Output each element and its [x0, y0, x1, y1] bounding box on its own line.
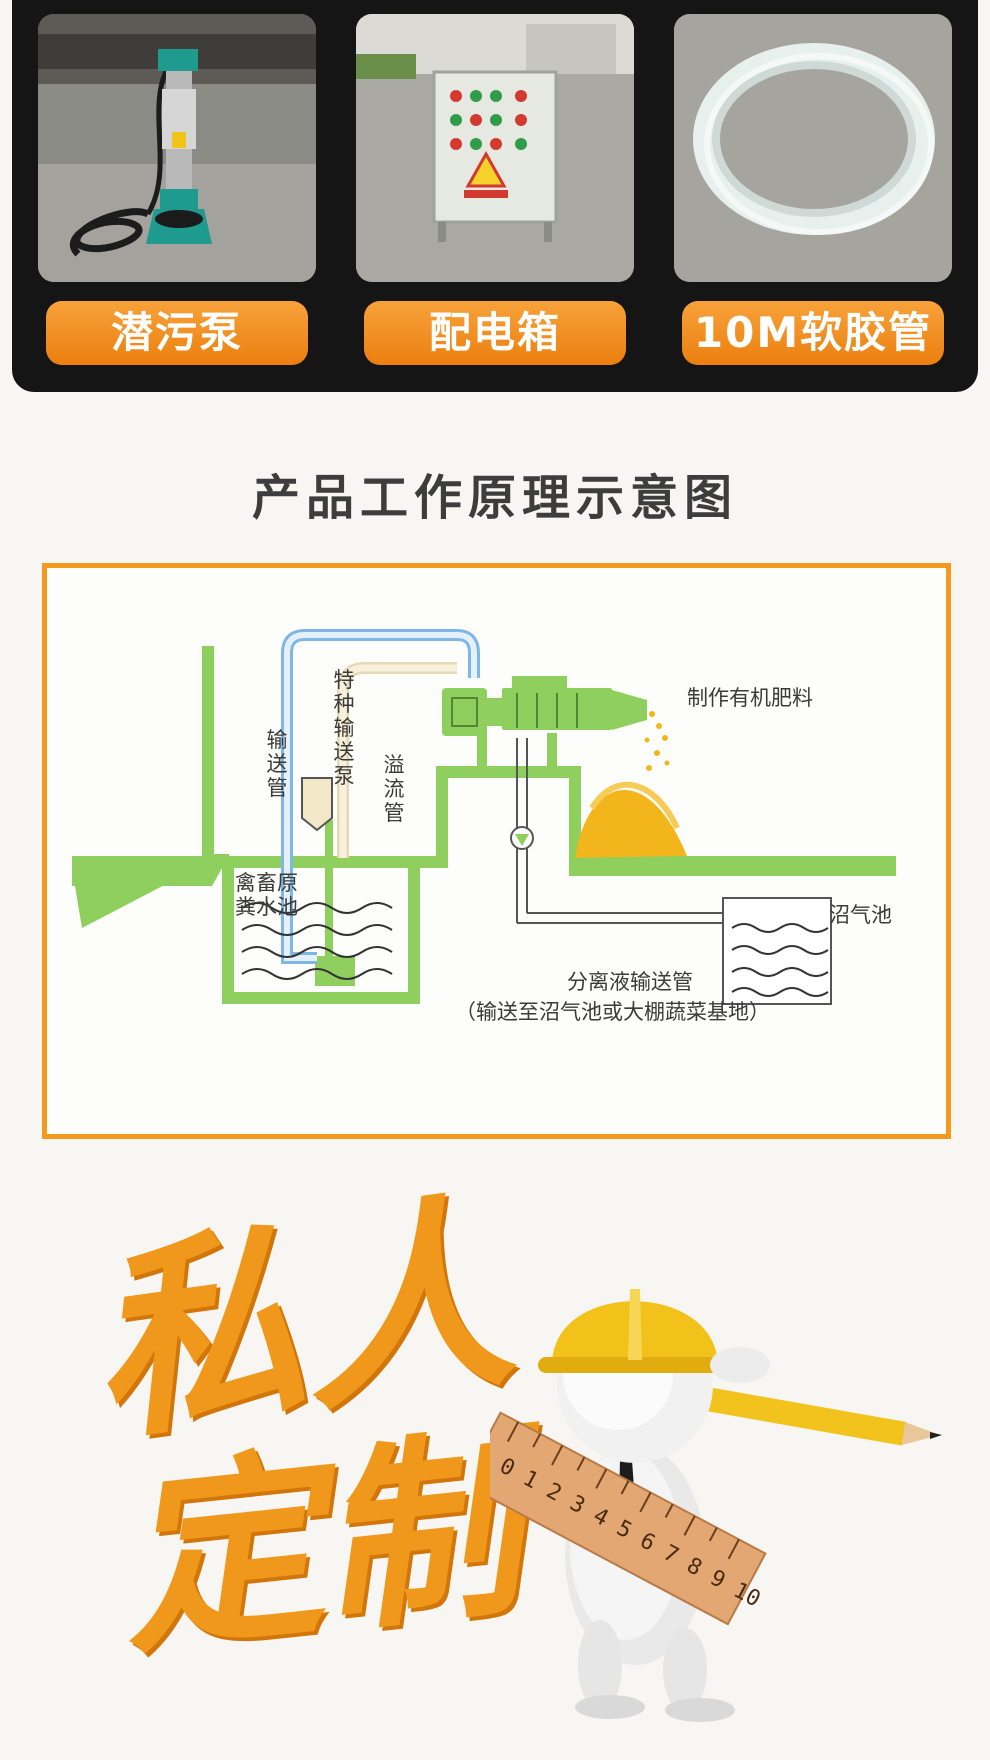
label-separation-note: （输送至沼气池或大棚蔬菜基地）: [455, 1000, 770, 1024]
product-card-distribution-box[interactable]: 配电箱: [356, 14, 634, 365]
worker-with-ruler-illustration: 0 1 2 3 4 5 6 7 8 9 10: [461, 1225, 980, 1729]
product-card-pump[interactable]: 潜污泵: [38, 14, 316, 365]
distribution-box-photo: [356, 14, 634, 282]
diagram-drawing: [72, 629, 896, 1005]
product-panel: 潜污泵 配电箱: [12, 0, 978, 392]
product-label-distribution-box: 配电箱: [364, 301, 626, 365]
promo-title-custom: 私人 定制: [75, 1168, 531, 1695]
label-fertilizer: 制作有机肥料: [687, 686, 813, 710]
submersible-pump-photo: [38, 14, 316, 282]
label-biogas-pool: 沼气池: [829, 903, 892, 927]
product-label-hose: 10M软胶管: [682, 301, 944, 365]
label-overflow-pipe: 溢流管: [383, 753, 405, 825]
label-special-pump: 特种输送泵: [333, 668, 355, 788]
product-card-hose[interactable]: 10M软胶管: [674, 14, 952, 365]
label-manure-pool: 禽畜原粪水池: [235, 871, 298, 919]
working-principle-diagram: 输送管 特种输送泵 溢流管 禽畜原粪水池 制作有机肥料 沼气池 分离液输送管 （…: [42, 563, 951, 1139]
section-title: 产品工作原理示意图: [251, 470, 738, 526]
product-label-pump: 潜污泵: [46, 301, 308, 365]
label-delivery-pipe: 输送管: [266, 728, 288, 800]
soft-hose-photo: [674, 14, 952, 282]
label-separation-pipe: 分离液输送管: [567, 970, 693, 994]
promo-title-line2: 定制: [108, 1406, 532, 1683]
